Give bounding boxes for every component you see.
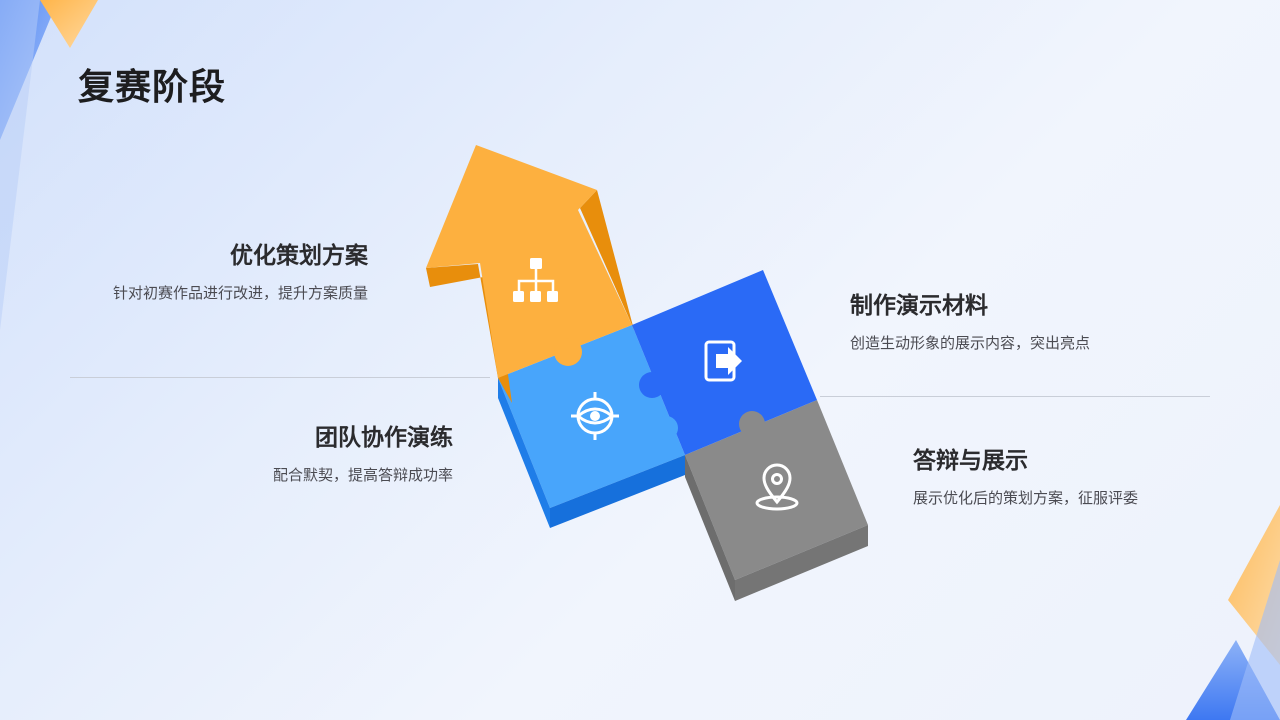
step-heading: 制作演示材料	[850, 293, 988, 319]
step-team-rehearsal: 团队协作演练 配合默契，提高答辩成功率	[273, 418, 453, 485]
puzzle-knob-blue	[639, 372, 665, 398]
export-icon	[704, 340, 742, 382]
step-description: 针对初赛作品进行改进，提升方案质量	[112, 284, 368, 302]
gray-puzzle-block	[685, 400, 868, 601]
step-optimize-plan: 优化策划方案 针对初赛作品进行改进，提升方案质量	[113, 236, 368, 303]
step-heading: 团队协作演练	[315, 425, 453, 451]
divider-left	[70, 377, 490, 378]
divider-right	[820, 396, 1210, 397]
target-eye-icon	[571, 392, 619, 440]
puzzle-knob-orange	[554, 338, 582, 366]
step-heading: 答辩与展示	[913, 448, 1028, 474]
step-presentation-materials: 制作演示材料 创造生动形象的展示内容，突出亮点	[850, 286, 1090, 353]
orange-arrow-block	[426, 145, 634, 403]
step-description: 展示优化后的策划方案，征服评委	[913, 489, 1139, 507]
puzzle-knob-light-blue	[654, 416, 678, 440]
step-description: 配合默契，提高答辩成功率	[272, 466, 453, 484]
page-title: 复赛阶段	[78, 67, 227, 108]
puzzle-knob-gray	[739, 411, 765, 437]
step-defense-display: 答辩与展示 展示优化后的策划方案，征服评委	[913, 441, 1138, 508]
hierarchy-icon	[513, 258, 558, 302]
location-pin-icon	[755, 463, 799, 511]
step-description: 创造生动形象的展示内容，突出亮点	[850, 334, 1091, 352]
step-heading: 优化策划方案	[230, 243, 368, 269]
